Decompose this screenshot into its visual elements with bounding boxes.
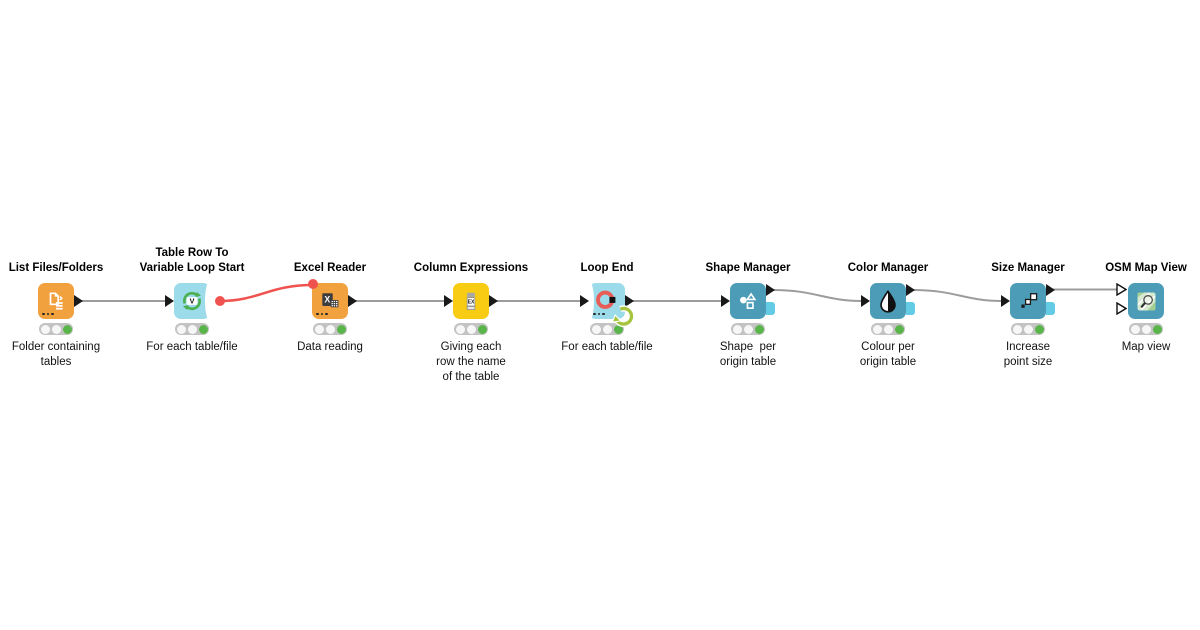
node-column-expressions[interactable]: Column Expressions EX Giving each row th… [414,262,528,384]
loop-start-notch [205,280,216,322]
node-annotation: Colour per origin table [859,341,917,368]
dynamic-ports-dots [593,312,605,315]
dynamic-ports-dots [42,312,54,315]
input-port[interactable] [165,295,174,307]
status-green-light [198,324,208,334]
excel-icon: X [322,293,339,308]
data-output-port[interactable] [1046,284,1055,296]
status-traffic-light [731,323,765,335]
input-port[interactable] [580,295,589,307]
status-green-light [894,324,904,334]
node-annotation: Increase point size [1003,341,1053,368]
node-annotation: Folder containing tables [11,341,101,368]
node-title: Table Row To Variable Loop Start [139,247,245,274]
node-osm-map-view[interactable]: OSM Map View Map view [1105,262,1187,354]
node-excel-reader[interactable]: Excel Reader X Data reading [294,262,366,354]
node-color-manager[interactable]: Color Manager Colour per origin table [848,262,929,369]
node-shape-manager[interactable]: Shape Manager Shape per origin table [706,262,791,369]
unconnected-input-port-1[interactable] [1116,283,1127,296]
svg-text:X: X [324,295,330,305]
status-traffic-light [1129,323,1163,335]
loop-start-icon: V [183,291,201,311]
output-port[interactable] [348,295,357,307]
unconnected-input-port-2[interactable] [1116,302,1127,315]
input-port[interactable] [861,295,870,307]
dynamic-ports-dots [316,312,328,315]
status-traffic-light [454,323,488,335]
flow-variable-output-port[interactable] [215,296,225,306]
node-title: Column Expressions [413,261,529,274]
output-port[interactable] [489,295,498,307]
status-traffic-light [871,323,905,335]
node-body[interactable] [589,283,625,319]
output-port[interactable] [625,295,634,307]
input-port[interactable] [721,295,730,307]
node-body[interactable]: X [312,283,348,319]
files-icon [49,292,63,310]
loop-indicator-icon [611,305,635,328]
color-model-output-port[interactable] [906,302,915,315]
data-output-port[interactable] [766,284,775,296]
node-title: Size Manager [991,261,1065,274]
status-green-light [754,324,764,334]
output-port[interactable] [74,295,83,307]
shape-model-output-port[interactable] [766,302,775,315]
shapes-icon [740,292,757,309]
status-green-light [336,324,346,334]
status-traffic-light [313,323,347,335]
loop-end-icon [596,290,616,309]
node-annotation: For each table/file [146,341,238,353]
size-model-output-port[interactable] [1046,302,1055,315]
node-title: List Files/Folders [8,261,104,274]
node-body[interactable] [38,283,74,319]
node-annotation: For each table/file [561,341,653,353]
node-title: Loop End [580,261,634,274]
node-title: Color Manager [847,261,929,274]
node-body[interactable] [870,283,906,319]
color-drop-icon [880,290,896,313]
svg-text:EX: EX [468,300,475,306]
input-port[interactable] [1001,295,1010,307]
size-squares-icon [1021,293,1038,308]
node-body[interactable] [1010,283,1046,319]
status-traffic-light [590,323,624,335]
node-size-manager[interactable]: Size Manager Increase point size [991,262,1065,369]
status-green-light [62,324,72,334]
node-title: Shape Manager [705,261,791,274]
map-icon [1136,291,1156,311]
status-traffic-light [175,323,209,335]
flow-variable-input-port[interactable] [308,279,318,289]
node-annotation: Giving each row the name of the table [436,341,506,383]
status-traffic-light [1011,323,1045,335]
status-green-light [1152,324,1162,334]
node-loop-end[interactable]: Loop End For each table/file [561,262,652,354]
status-traffic-light [39,323,73,335]
node-list-files-folders[interactable]: List Files/Folders Folder containing tab… [9,262,104,369]
node-title: Excel Reader [293,261,367,274]
node-body[interactable] [1128,283,1164,319]
data-output-port[interactable] [906,284,915,296]
connector-colormanager-sizemanager[interactable] [912,289,1003,302]
node-body[interactable]: V [174,283,210,319]
input-port[interactable] [444,295,453,307]
node-body[interactable] [730,283,766,319]
status-green-light [1034,324,1044,334]
connector-flowvariable-loopstart-excelreader[interactable] [218,283,314,303]
status-green-light [613,324,623,334]
status-green-light [477,324,487,334]
svg-text:V: V [190,296,195,305]
column-expressions-icon: EX [466,292,476,310]
node-table-row-to-variable-loop-start[interactable]: Table Row To Variable Loop Start V For e… [140,247,245,353]
connector-shapemanager-colormanager[interactable] [772,289,863,302]
node-body[interactable]: EX [453,283,489,319]
node-annotation: Shape per origin table [719,341,777,368]
node-title: OSM Map View [1105,261,1187,274]
node-annotation: Map view [1121,341,1171,353]
node-annotation: Data reading [297,341,363,353]
